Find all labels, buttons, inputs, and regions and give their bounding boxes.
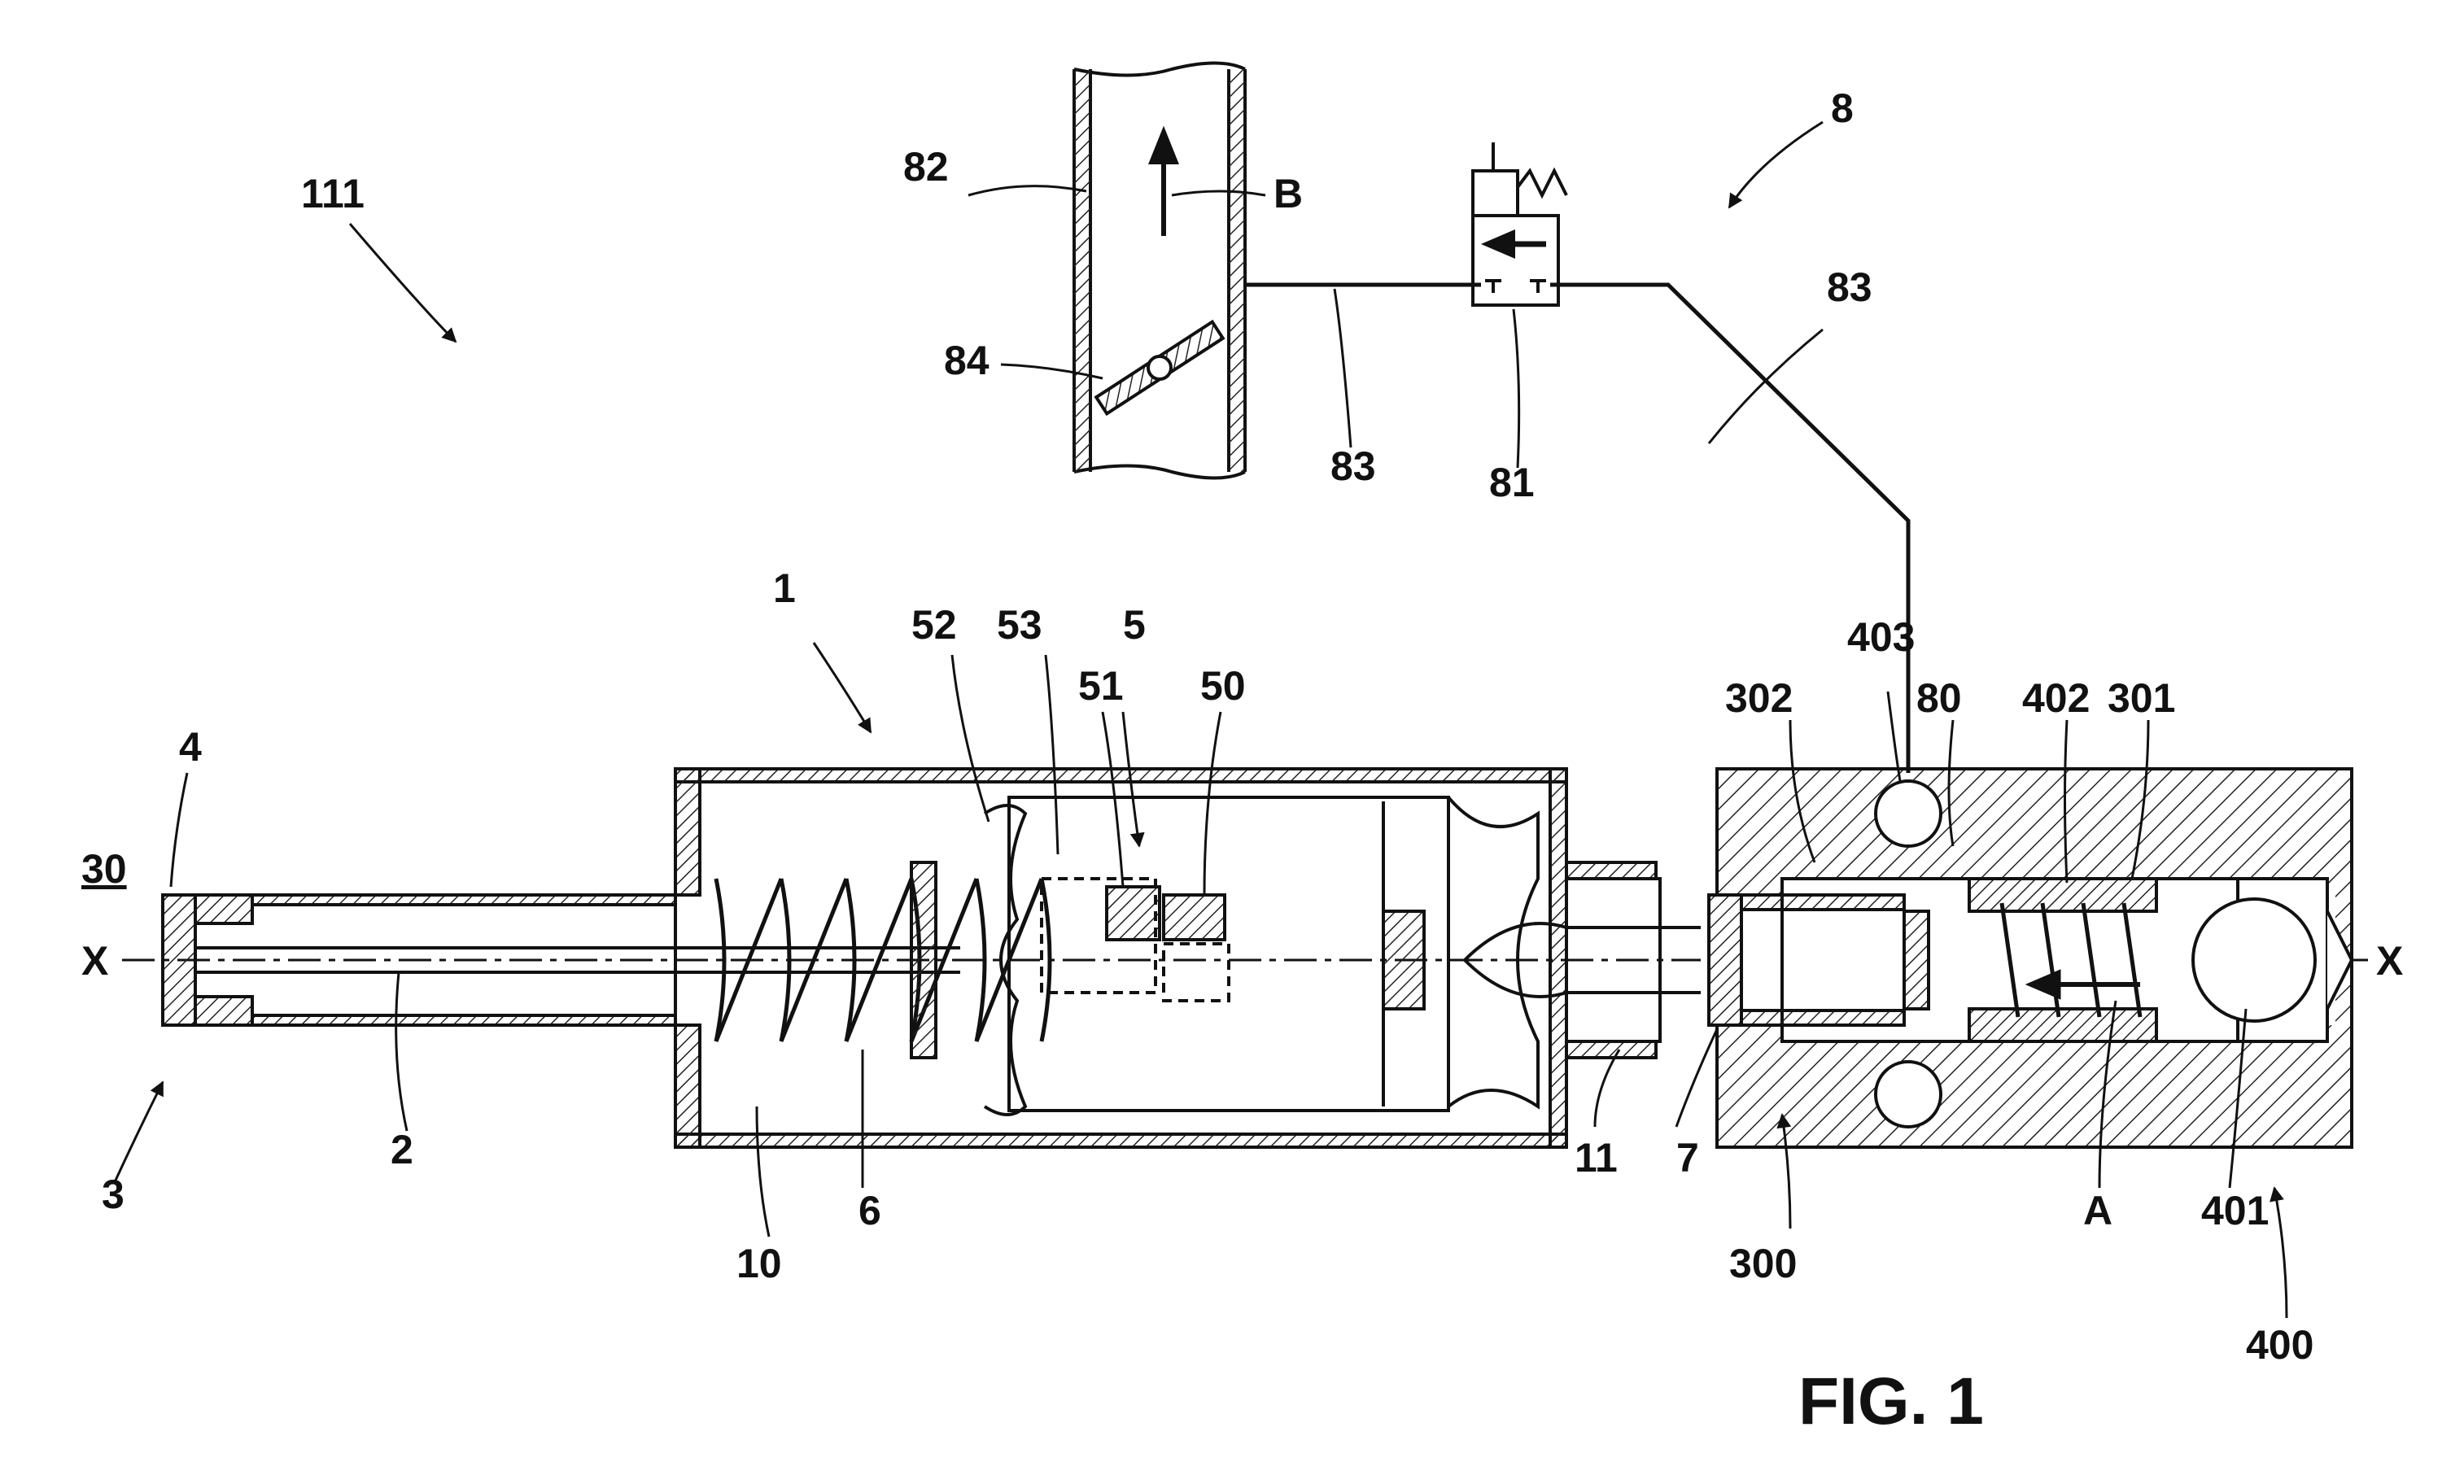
label-402: 402 bbox=[2022, 675, 2090, 721]
label-53: 53 bbox=[997, 602, 1042, 648]
label-5: 5 bbox=[1123, 602, 1146, 648]
label-302: 302 bbox=[1725, 675, 1793, 721]
connector-11 bbox=[1463, 861, 1709, 1059]
label-10: 10 bbox=[736, 1241, 782, 1286]
figure-caption: FIG. 1 bbox=[1798, 1364, 1984, 1438]
label-2: 2 bbox=[391, 1127, 413, 1172]
label-83-a: 83 bbox=[1330, 443, 1376, 489]
label-B: B bbox=[1274, 171, 1303, 216]
label-1: 1 bbox=[773, 565, 796, 611]
label-A: A bbox=[2083, 1188, 2112, 1233]
ball-401 bbox=[2191, 897, 2317, 1023]
label-x-left: X bbox=[81, 938, 108, 984]
label-111: 111 bbox=[301, 171, 365, 216]
piston-300 bbox=[1707, 877, 2158, 1043]
label-6: 6 bbox=[858, 1188, 881, 1233]
label-7: 7 bbox=[1676, 1135, 1699, 1181]
label-400: 400 bbox=[2246, 1322, 2313, 1368]
label-x-right: X bbox=[2376, 938, 2403, 984]
label-4: 4 bbox=[179, 724, 202, 770]
line-83 bbox=[1245, 282, 1911, 773]
label-81: 81 bbox=[1489, 460, 1535, 505]
rod-housing bbox=[161, 893, 960, 1027]
label-300: 300 bbox=[1729, 1241, 1797, 1286]
label-403: 403 bbox=[1847, 614, 1915, 660]
label-51: 51 bbox=[1078, 663, 1124, 709]
ring-403-bottom bbox=[1874, 1060, 1942, 1128]
label-8: 8 bbox=[1831, 85, 1854, 131]
valve-81 bbox=[1471, 142, 1568, 307]
label-401: 401 bbox=[2201, 1188, 2269, 1233]
actuator-housing-10 bbox=[674, 767, 1568, 1149]
leader-lines bbox=[112, 120, 2288, 1319]
intake-pipe-82 bbox=[1073, 61, 1247, 480]
ring-403-top bbox=[1874, 779, 1942, 848]
label-80: 80 bbox=[1916, 675, 1962, 721]
label-84: 84 bbox=[944, 338, 990, 383]
spring-plate bbox=[910, 861, 937, 1059]
label-50: 50 bbox=[1200, 663, 1246, 709]
label-3: 3 bbox=[102, 1172, 125, 1217]
label-83-b: 83 bbox=[1827, 264, 1872, 310]
spring-402 bbox=[1999, 902, 2143, 1018]
throttle-flap-84 bbox=[1094, 319, 1225, 417]
sensor-housing-5 bbox=[983, 796, 1540, 1116]
label-52: 52 bbox=[911, 602, 957, 648]
label-30: 30 bbox=[81, 846, 127, 892]
label-82: 82 bbox=[903, 144, 949, 190]
label-11: 11 bbox=[1575, 1135, 1618, 1181]
label-301: 301 bbox=[2108, 675, 2175, 721]
